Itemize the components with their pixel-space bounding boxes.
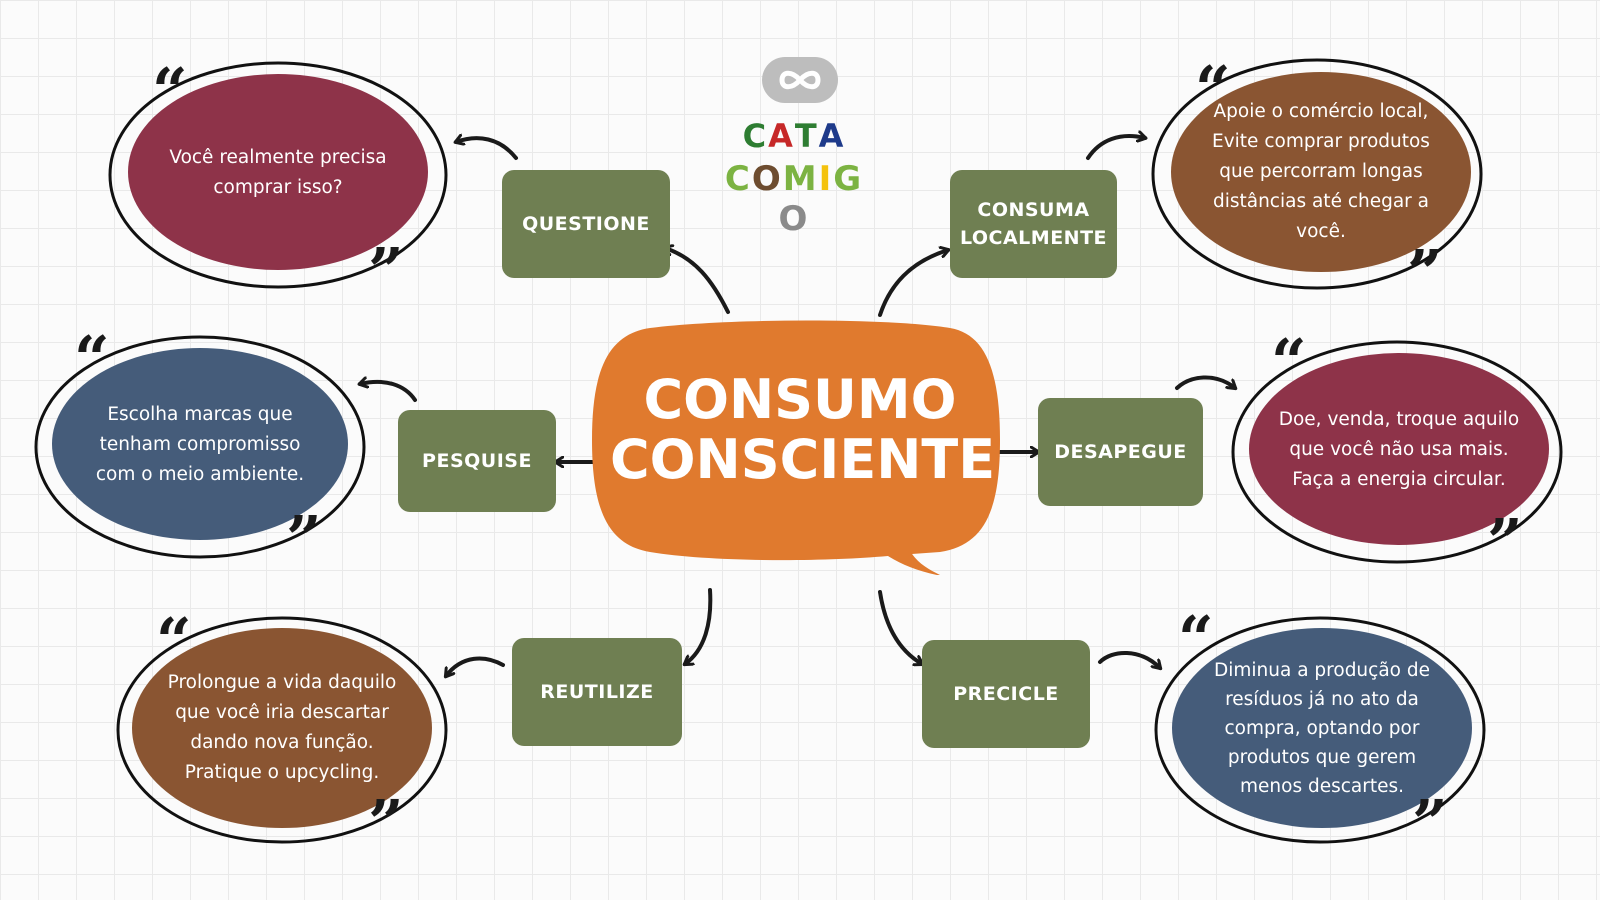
open-quote-icon: “ xyxy=(156,604,192,677)
cata-comigo-logo: CATA COMIGO xyxy=(714,55,874,239)
quote-bubble-consuma-localmente: Apoie o comércio local, Evite comprar pr… xyxy=(1145,52,1490,304)
action-box-questione: QUESTIONE xyxy=(502,170,670,278)
arrow-questione-to-quote xyxy=(456,138,518,160)
action-label: LOCALMENTE xyxy=(959,227,1108,249)
logo-letter: C xyxy=(724,159,752,199)
action-label: QUESTIONE xyxy=(522,213,650,235)
logo-letter: M xyxy=(782,159,819,199)
action-box-reutilize: REUTILIZE xyxy=(512,638,682,746)
quote-ellipse xyxy=(1231,340,1563,564)
quote-text: Apoie o comércio local, Evite comprar pr… xyxy=(1171,76,1471,268)
quote-line: tenham compromisso xyxy=(99,434,301,455)
quote-bubble-reutilize: Prolongue a vida daquilo que você iria d… xyxy=(110,604,455,859)
quote-ellipse xyxy=(34,335,366,559)
action-box-pesquise: PESQUISE xyxy=(398,410,556,512)
quote-bubble-pesquise: Escolha marcas que tenham compromisso co… xyxy=(28,322,373,570)
quote-line: que você iria descartar xyxy=(175,702,389,723)
center-title: CONSUMO CONSCIENTE xyxy=(610,368,996,491)
arrow-center-to-reutilize xyxy=(685,588,713,664)
quote-bubble-questione: Você realmente precisa comprar isso? “ ” xyxy=(100,54,455,307)
quote-line: com o meio ambiente. xyxy=(95,464,305,485)
close-quote-icon: ” xyxy=(1407,236,1443,309)
quote-line: Diminua a produção de xyxy=(1214,659,1430,681)
action-label: PESQUISE xyxy=(422,450,532,472)
action-label: REUTILIZE xyxy=(540,681,654,703)
quote-line: Você realmente precisa xyxy=(169,147,387,168)
quote-text: Doe, venda, troque aquilo que você não u… xyxy=(1249,355,1549,545)
quote-text: Prolongue a vida daquilo que você iria d… xyxy=(134,630,430,826)
quote-line: Pratique o upcycling. xyxy=(184,762,380,783)
center-speech-bubble: CONSUMO CONSCIENTE xyxy=(590,320,1010,575)
logo-letter: T xyxy=(794,117,819,155)
quote-line: compra, optando por xyxy=(1224,717,1420,739)
quote-line: distâncias até chegar a xyxy=(1212,191,1430,212)
arrow-precicle-to-quote xyxy=(1098,650,1160,668)
speech-bubble-shape xyxy=(592,320,1000,575)
quote-line: que percorram longas xyxy=(1219,161,1423,182)
logo-word-comigo: COMIGO xyxy=(714,159,874,239)
open-quote-icon: “ xyxy=(1178,602,1214,675)
quote-text: Você realmente precisa comprar isso? xyxy=(130,80,426,266)
quote-ellipse xyxy=(1151,58,1483,290)
close-quote-icon: ” xyxy=(1412,786,1448,859)
logo-letter: G xyxy=(833,159,864,199)
logo-letter: A xyxy=(768,117,795,155)
arrow-consuma-to-quote xyxy=(1086,136,1145,160)
quote-text: Diminua a produção de resíduos já no ato… xyxy=(1172,630,1472,826)
infinity-icon xyxy=(762,57,838,103)
arrow-center-to-questione xyxy=(665,248,730,314)
open-quote-icon: “ xyxy=(1271,325,1307,398)
action-box-consuma-localmente: CONSUMA LOCALMENTE xyxy=(950,170,1117,278)
arrow-center-to-precicle xyxy=(878,590,922,664)
quote-line: dando nova função. xyxy=(190,732,374,753)
quote-line: Doe, venda, troque aquilo xyxy=(1278,409,1520,430)
open-quote-icon: “ xyxy=(1195,52,1231,125)
action-label: DESAPEGUE xyxy=(1054,441,1187,463)
close-quote-icon: ” xyxy=(368,786,404,859)
quote-line: produtos que gerem xyxy=(1227,746,1417,768)
quote-ellipse xyxy=(108,61,448,289)
action-label: PRECICLE xyxy=(953,683,1059,705)
arrow-pesquise-to-quote xyxy=(360,382,417,402)
quote-line: Apoie o comércio local, xyxy=(1213,101,1429,122)
quote-line: comprar isso? xyxy=(213,177,343,198)
logo-letter: C xyxy=(742,117,769,155)
close-quote-icon: ” xyxy=(368,234,404,307)
quote-line: menos descartes. xyxy=(1240,775,1404,797)
arrow-center-to-consuma xyxy=(878,250,948,317)
logo-letter: A xyxy=(818,117,846,155)
close-quote-icon: ” xyxy=(1487,505,1523,578)
logo-letter: O xyxy=(751,159,783,199)
arrow-desapegue-to-quote xyxy=(1175,375,1235,388)
quote-bubble-precicle: Diminua a produção de resíduos já no ato… xyxy=(1148,608,1493,859)
close-quote-icon: ” xyxy=(286,502,322,575)
open-quote-icon: “ xyxy=(74,322,110,395)
arrow-reutilize-to-quote xyxy=(446,656,505,676)
quote-text: Escolha marcas que tenham compromisso co… xyxy=(54,352,346,538)
quote-line: Escolha marcas que xyxy=(107,404,293,425)
logo-letter: I xyxy=(818,159,834,199)
action-box-desapegue: DESAPEGUE xyxy=(1038,398,1203,506)
quote-ellipse xyxy=(116,616,448,844)
quote-ellipse xyxy=(1154,616,1486,844)
center-title-line1: CONSUMO xyxy=(643,368,957,431)
center-title-line2: CONSCIENTE xyxy=(610,428,996,491)
quote-line: Prolongue a vida daquilo xyxy=(167,672,397,693)
logo-word-cata: CATA xyxy=(714,117,874,155)
quote-line: Faça a energia circular. xyxy=(1292,469,1506,490)
open-quote-icon: “ xyxy=(152,54,188,127)
action-box-precicle: PRECICLE xyxy=(922,640,1090,748)
quote-bubble-desapegue: Doe, venda, troque aquilo que você não u… xyxy=(1225,331,1570,578)
quote-line: resíduos já no ato da xyxy=(1225,688,1419,710)
logo-letter: O xyxy=(778,199,810,239)
quote-line: Evite comprar produtos xyxy=(1212,131,1430,152)
action-label: CONSUMA xyxy=(977,199,1090,221)
quote-line: você. xyxy=(1296,221,1346,242)
quote-line: que você não usa mais. xyxy=(1289,439,1509,460)
